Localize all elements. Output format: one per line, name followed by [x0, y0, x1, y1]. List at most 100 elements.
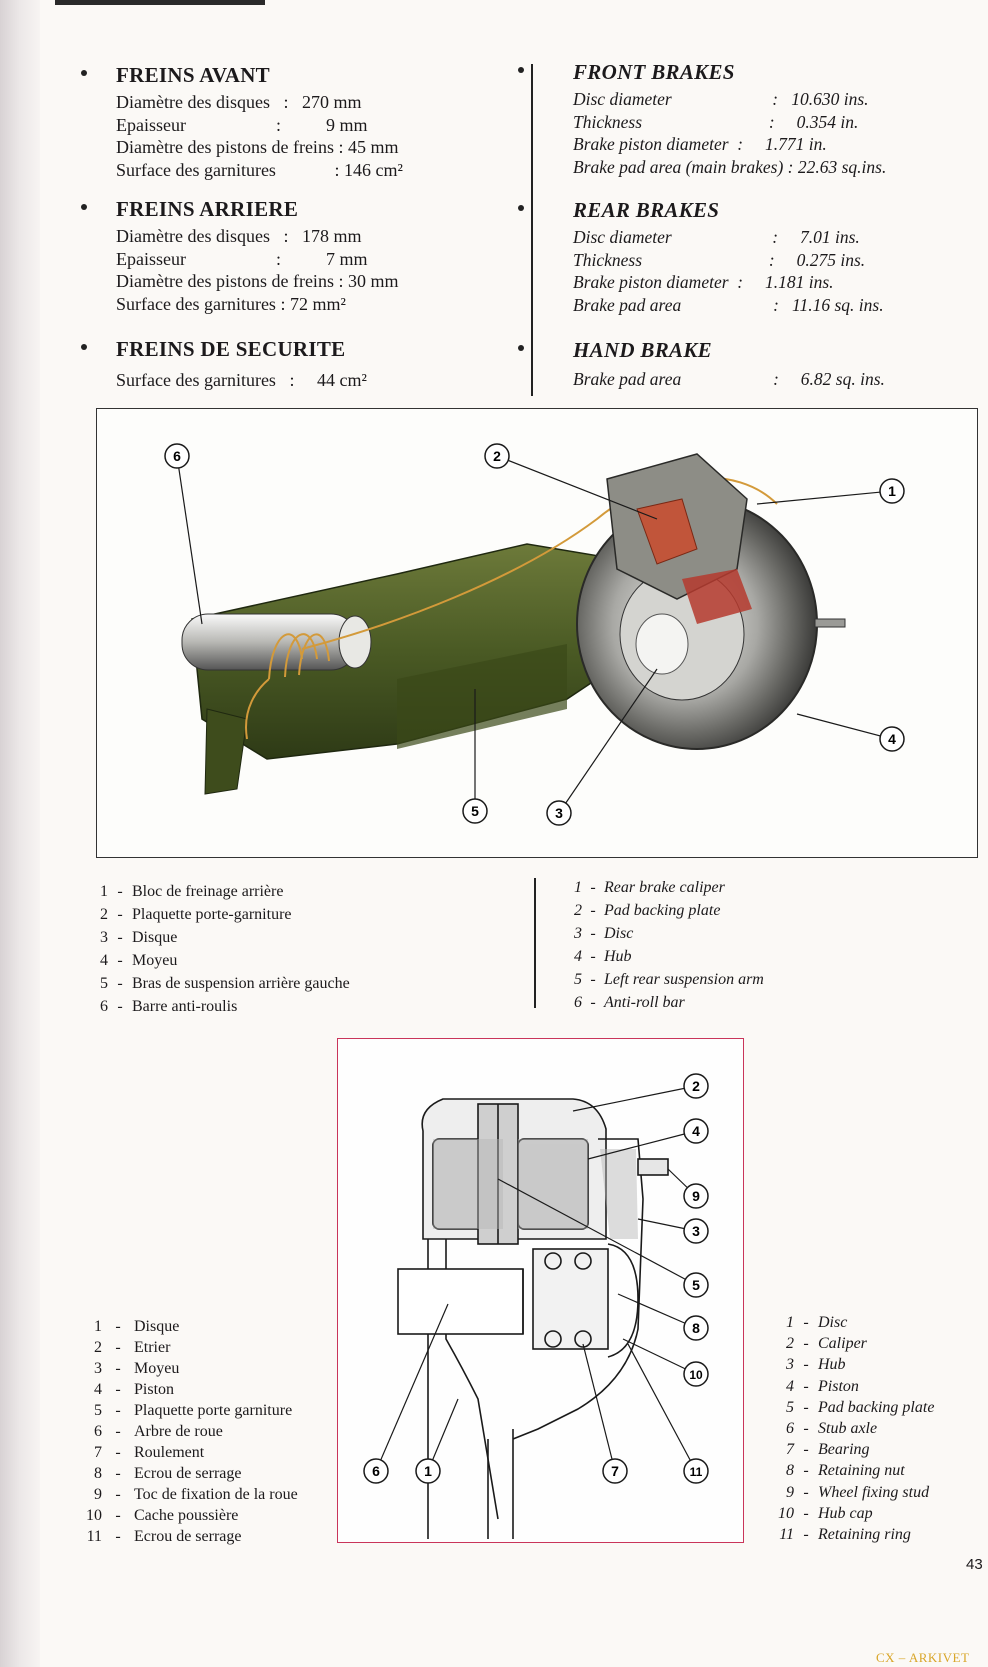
- legend-item: 10-Hub cap: [778, 1504, 873, 1522]
- callout-label: 6: [372, 1463, 380, 1479]
- callout-2: 2: [572, 1073, 709, 1112]
- bullet-icon: [518, 205, 524, 211]
- section-heading: REAR BRAKES: [573, 198, 720, 222]
- callout-label: 2: [692, 1078, 700, 1094]
- callout-5: 5: [462, 689, 488, 824]
- legend-item: 7-Roulement: [94, 1444, 205, 1461]
- bullet-icon: [81, 70, 87, 76]
- wheel-stud-outline: [637, 1158, 669, 1176]
- leader-line: [756, 490, 893, 505]
- leader-line: [375, 1303, 449, 1472]
- callout-3: 3: [546, 668, 658, 826]
- legend-item: 4-Piston: [94, 1381, 175, 1398]
- callout-label: 3: [555, 805, 563, 821]
- legend-item: 3-Hub: [786, 1356, 846, 1374]
- callout-label: 3: [692, 1223, 700, 1239]
- spec-row: Epaisseur : 9 mm: [116, 114, 368, 135]
- spec-row: Diamètre des pistons de freins : 30 mm: [116, 271, 399, 291]
- callout-circle: [546, 800, 572, 826]
- callout-label: 1: [424, 1463, 432, 1479]
- leader-line: [497, 1178, 697, 1286]
- legend-item: 2-Plaquette porte-garniture: [100, 906, 292, 923]
- callout-label: 7: [611, 1463, 619, 1479]
- legend-item: 5-Plaquette porte garniture: [94, 1402, 293, 1419]
- callout-4: 4: [587, 1118, 709, 1160]
- callout-circle: [462, 798, 488, 824]
- column-divider: [531, 64, 533, 396]
- callout-circle: [415, 1458, 441, 1484]
- legend-item: 10-Cache poussière: [86, 1507, 239, 1524]
- english-specifications: FRONT BRAKES Disc diameter : 10.630 ins.…: [518, 57, 980, 391]
- callout-circle: [683, 1315, 709, 1341]
- spec-row: Thickness : 0.275 ins.: [573, 249, 866, 270]
- stub-axle-outline: [397, 1268, 524, 1335]
- callout-circle: [683, 1458, 709, 1484]
- legend-item: 6-Stub axle: [786, 1420, 878, 1438]
- callout-label: 10: [689, 1368, 703, 1382]
- leader-line: [176, 455, 203, 625]
- leader-line: [582, 1343, 616, 1472]
- page-binding-edge: [0, 0, 40, 1667]
- spec-row: Brake piston diameter : 1.181 ins.: [573, 272, 834, 292]
- legend-item: 3-Moyeu: [94, 1360, 180, 1377]
- anti-roll-bar-end: [338, 615, 372, 669]
- spec-row: Thickness : 0.354 in.: [573, 111, 859, 132]
- bullet-icon: [81, 344, 87, 350]
- callout-6: 6: [363, 1303, 449, 1484]
- hub-cap-outline: [607, 1243, 639, 1358]
- arm-lower-lip: [397, 644, 567, 749]
- callout-label: 1: [888, 483, 896, 499]
- flange-outline: [487, 1429, 514, 1539]
- callout-circle: [683, 1183, 709, 1209]
- callout-8: 8: [617, 1293, 709, 1341]
- callout-3: 3: [637, 1218, 709, 1244]
- callout-circle: [602, 1458, 628, 1484]
- callout-label: 5: [692, 1277, 700, 1293]
- hub-center: [635, 613, 689, 675]
- leader-line: [572, 1085, 697, 1112]
- spec-section-front-brakes: FRONT BRAKES Disc diameter : 10.630 ins.…: [518, 57, 980, 195]
- spec-row: Surface des garnitures : 72 mm²: [116, 293, 346, 314]
- spec-row: Disc diameter : 7.01 ins.: [573, 227, 860, 247]
- legend-item: 8-Retaining nut: [786, 1462, 905, 1480]
- leader-line: [627, 1343, 697, 1472]
- spec-row: Epaisseur : 7 mm: [116, 248, 368, 269]
- section-heading: FREINS AVANT: [116, 63, 270, 87]
- legend-english-bottom: 1-Disc 2-Caliper 3-Hub 4-Piston 5-Pad ba…: [778, 1312, 934, 1545]
- callout-circle: [363, 1458, 389, 1484]
- legend-item: 1-Bloc de freinage arrière: [100, 883, 284, 900]
- legend-item: 4-Piston: [786, 1377, 859, 1395]
- legend-item: 9-Wheel fixing stud: [786, 1483, 930, 1501]
- section-heading: FRONT BRAKES: [573, 60, 735, 84]
- section-heading: HAND BRAKE: [573, 338, 712, 362]
- callout-9: 9: [667, 1168, 709, 1209]
- legend-item: 3-Disc: [574, 925, 634, 942]
- legend-item: 2-Caliper: [786, 1335, 867, 1353]
- callout-6: 6: [164, 443, 203, 625]
- callout-label: 5: [471, 803, 479, 819]
- leader-line: [617, 1293, 697, 1329]
- callout-circle: [683, 1073, 709, 1099]
- legend-item: 1-Disc: [786, 1314, 848, 1331]
- leader-line: [496, 455, 658, 520]
- legend-item: 1-Rear brake caliper: [574, 879, 725, 896]
- leader-line: [558, 668, 658, 814]
- legend-item: 2-Etrier: [94, 1339, 171, 1356]
- leader-line: [796, 713, 893, 740]
- callout-label: 2: [493, 448, 501, 464]
- bullet-icon: [518, 67, 524, 73]
- section-heading: FREINS DE SECURITE: [116, 337, 346, 361]
- legend-item: 9-Toc de fixation de la roue: [94, 1486, 298, 1503]
- spec-section-hand-brake: HAND BRAKE Brake pad area : 6.82 sq. ins…: [518, 335, 980, 391]
- spec-row: Surface des garnitures : 146 cm²: [116, 159, 403, 180]
- legend-item: 5-Bras de suspension arrière gauche: [100, 975, 350, 992]
- spec-row: Brake piston diameter : 1.771 in.: [573, 134, 827, 154]
- callout-circle: [683, 1118, 709, 1144]
- callout-7: 7: [582, 1343, 628, 1484]
- hub-outline: [512, 1138, 644, 1440]
- callout-circle: [164, 443, 190, 469]
- spec-row: Diamètre des disques : 270 mm: [116, 92, 362, 112]
- legend-item: 3-Disque: [100, 929, 178, 946]
